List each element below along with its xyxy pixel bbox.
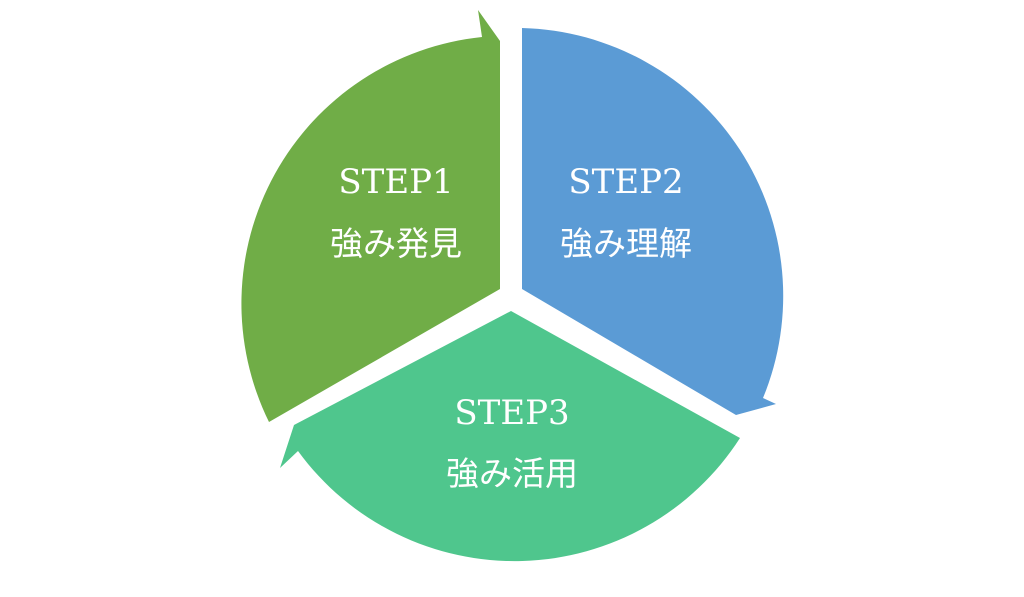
segment-step2-arc <box>522 28 784 415</box>
segment-step2-step: STEP2 <box>568 162 683 202</box>
segment-step3-label: 強み活用 <box>446 454 578 493</box>
segment-step3-arc <box>280 311 740 562</box>
segment-step3: STEP3 強み活用 <box>280 311 740 562</box>
segment-step2-label: 強み理解 <box>560 224 692 263</box>
segment-step2: STEP2 強み理解 <box>522 28 784 415</box>
segment-step1: STEP1 強み発見 <box>241 10 500 422</box>
segment-step1-arc <box>241 10 500 422</box>
segment-step3-step: STEP3 <box>454 393 569 433</box>
segment-step1-step: STEP1 <box>338 162 453 202</box>
segment-step1-label: 強み発見 <box>330 224 462 263</box>
